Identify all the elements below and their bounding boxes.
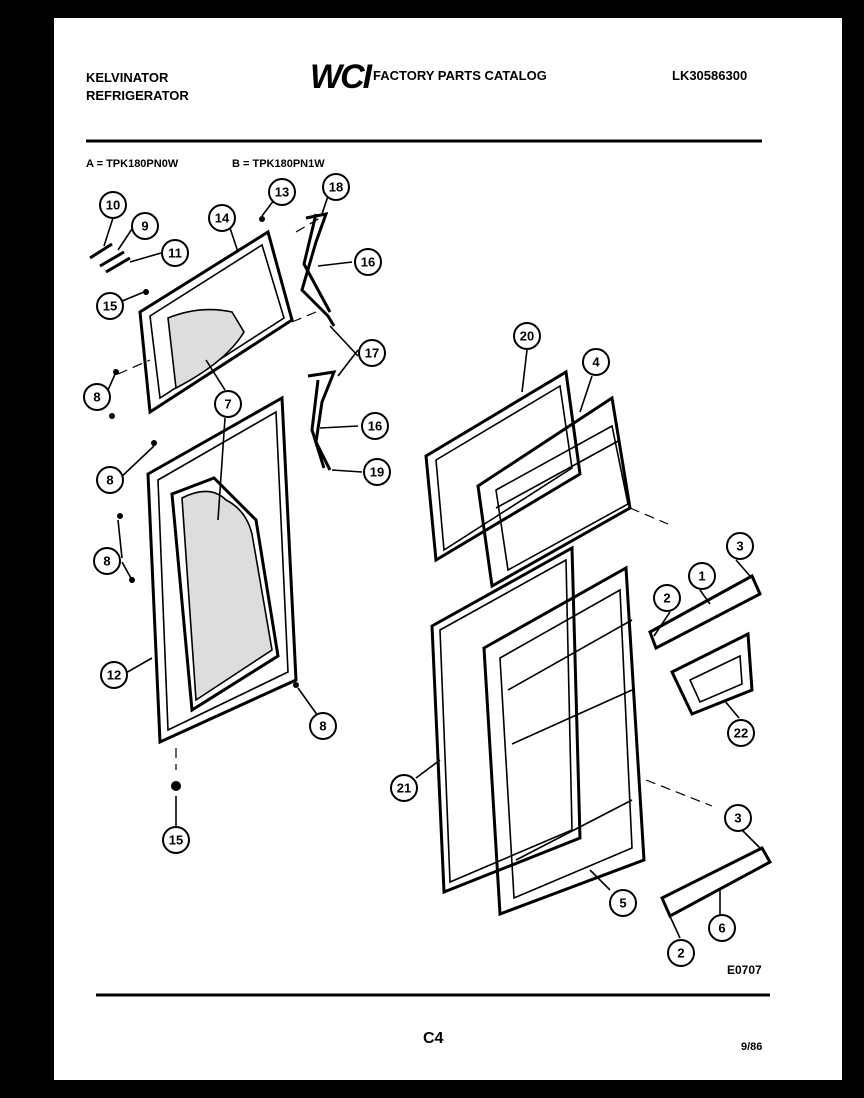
callout-2-lower: 2 (667, 939, 695, 967)
brand-line-1: KELVINATOR (86, 70, 169, 85)
callout-2-upper: 2 (653, 584, 681, 612)
page-number: C4 (423, 1030, 444, 1047)
svg-text:9: 9 (141, 219, 148, 234)
svg-text:11: 11 (168, 246, 182, 261)
callout-6: 6 (708, 914, 736, 942)
callout-19: 19 (363, 458, 391, 486)
callout-20: 20 (513, 322, 541, 350)
callout-10: 10 (99, 191, 127, 219)
model-a-label: A = TPK180PN0W (86, 158, 179, 170)
svg-text:8: 8 (319, 719, 326, 734)
callout-8-c: 8 (93, 547, 121, 575)
brand-line-2: REFRIGERATOR (86, 88, 189, 103)
svg-text:20: 20 (520, 329, 534, 344)
model-b-label: B = TPK180PN1W (232, 158, 325, 170)
door-handles (291, 212, 337, 471)
callout-14: 14 (208, 204, 236, 232)
svg-text:5: 5 (619, 896, 626, 911)
callout-8-b: 8 (96, 466, 124, 494)
svg-text:1: 1 (698, 569, 705, 584)
callout-15-lower: 15 (162, 826, 190, 854)
svg-text:2: 2 (663, 591, 670, 606)
svg-text:13: 13 (275, 185, 289, 200)
svg-text:6: 6 (718, 921, 725, 936)
freezer-gasket-and-liner (424, 369, 669, 589)
callout-16-lower: 16 (361, 412, 389, 440)
svg-text:10: 10 (106, 198, 120, 213)
svg-text:22: 22 (734, 726, 748, 741)
wci-logo: WCI (310, 58, 372, 96)
freezer-door-frame (109, 216, 294, 419)
svg-text:8: 8 (93, 390, 100, 405)
callout-12: 12 (100, 661, 128, 689)
svg-text:8: 8 (106, 473, 113, 488)
svg-text:15: 15 (103, 299, 117, 314)
catalog-number: LK30586300 (672, 68, 748, 83)
callout-18: 18 (322, 173, 350, 201)
svg-text:17: 17 (365, 346, 379, 361)
svg-text:3: 3 (734, 811, 741, 826)
svg-text:2: 2 (677, 946, 684, 961)
svg-text:3: 3 (736, 539, 743, 554)
svg-text:16: 16 (368, 419, 382, 434)
callout-3-upper: 3 (726, 532, 754, 560)
callout-16-upper: 16 (354, 248, 382, 276)
svg-text:21: 21 (397, 781, 411, 796)
svg-text:8: 8 (103, 554, 110, 569)
callout-21: 21 (390, 774, 418, 802)
leader-lines (103, 195, 761, 939)
svg-text:15: 15 (169, 833, 183, 848)
fresh-food-insulation (181, 490, 273, 702)
svg-text:7: 7 (224, 397, 231, 412)
svg-text:4: 4 (592, 355, 600, 370)
callout-11: 11 (161, 239, 189, 267)
callout-13: 13 (268, 178, 296, 206)
rod-parts (89, 242, 131, 274)
callout-1: 1 (688, 562, 716, 590)
callout-15-upper: 15 (96, 292, 124, 320)
drawing-code: E0707 (727, 963, 762, 977)
callout-4: 4 (582, 348, 610, 376)
callout-9: 9 (131, 212, 159, 240)
callout-5: 5 (609, 889, 637, 917)
callout-8-d: 8 (309, 712, 337, 740)
callout-8-a: 8 (83, 383, 111, 411)
callout-3-lower: 3 (724, 804, 752, 832)
door-shelves (648, 573, 773, 919)
svg-text:16: 16 (361, 255, 375, 270)
callout-17: 17 (358, 339, 386, 367)
fresh-food-gasket-and-liner (430, 545, 713, 917)
catalog-title: FACTORY PARTS CATALOG (373, 68, 547, 83)
svg-text:12: 12 (107, 668, 121, 683)
callout-7: 7 (214, 390, 242, 418)
svg-text:19: 19 (370, 465, 384, 480)
svg-text:18: 18 (329, 180, 343, 195)
callout-22: 22 (727, 719, 755, 747)
footer-date: 9/86 (741, 1041, 763, 1053)
svg-text:14: 14 (215, 211, 230, 226)
freezer-insulation (167, 308, 245, 390)
fresh-food-door-frame (117, 395, 299, 791)
